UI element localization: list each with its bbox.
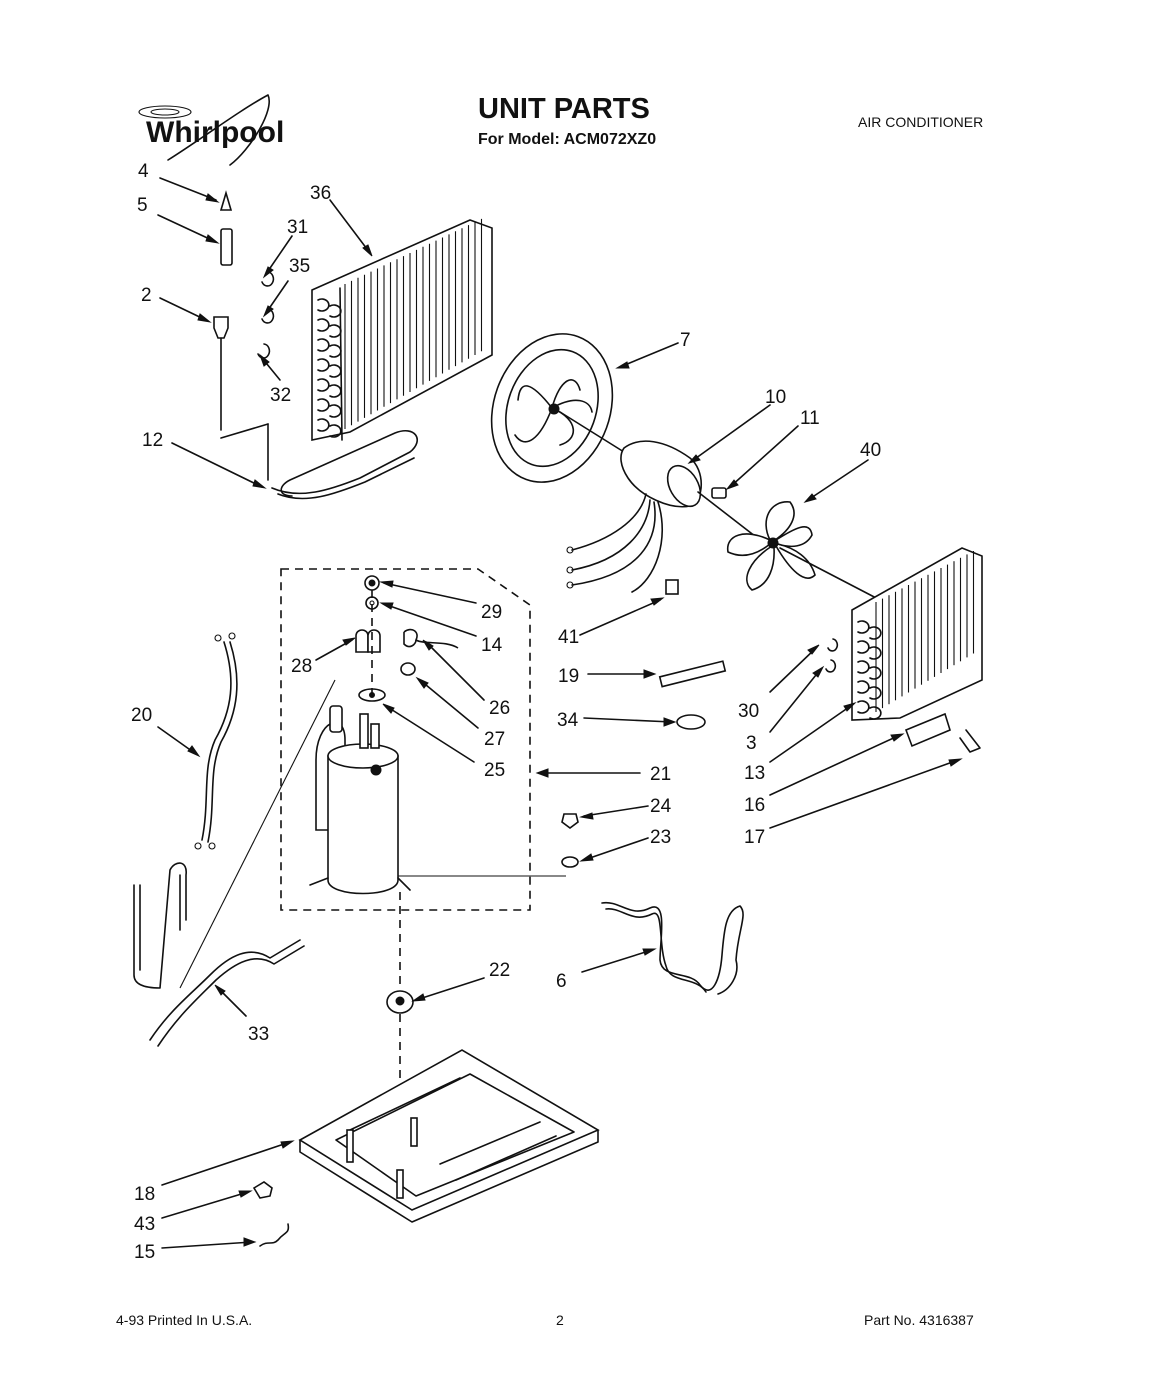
page-number: 2 — [556, 1312, 564, 1328]
callout-label: 13 — [744, 763, 765, 784]
blower-wheel — [490, 333, 614, 483]
condenser-coil — [311, 218, 493, 441]
evaporator-coil — [851, 547, 983, 721]
callout-labels: 4 5 2 36 31 35 32 7 12 10 11 40 29 14 28… — [131, 161, 881, 1263]
callout-label: 23 — [650, 827, 671, 848]
callout-label: 30 — [738, 701, 759, 722]
callout-label: 5 — [137, 195, 148, 216]
print-info: 4-93 Printed In U.S.A. — [116, 1312, 252, 1328]
callout-label: 4 — [138, 161, 149, 182]
model-subtitle: For Model: ACM072XZ0 — [478, 131, 656, 148]
callout-label: 27 — [484, 729, 505, 750]
callout-label: 33 — [248, 1024, 269, 1045]
part-number: Part No. 4316387 — [864, 1312, 974, 1328]
page-title: UNIT PARTS — [478, 93, 650, 125]
compressor — [309, 705, 411, 895]
callout-label: 21 — [650, 764, 671, 785]
callout-label: 25 — [484, 760, 505, 781]
callout-label: 19 — [558, 666, 579, 687]
callout-label: 11 — [800, 408, 820, 429]
callout-label: 16 — [744, 795, 765, 816]
leader-lines — [157, 177, 963, 1249]
callout-label: 28 — [291, 656, 312, 677]
callout-label: 2 — [141, 285, 152, 306]
callout-label: 6 — [556, 971, 567, 992]
compressor-assembly-boundary — [280, 568, 531, 911]
whirlpool-logo: Whirlpool — [138, 94, 284, 166]
capillary-fittings — [213, 190, 269, 481]
callout-label: 14 — [481, 635, 503, 656]
callout-label: 15 — [134, 1242, 155, 1263]
callout-label: 31 — [287, 217, 308, 238]
illustration — [133, 190, 983, 1247]
brand-wordmark: Whirlpool — [146, 116, 284, 149]
callout-label: 24 — [650, 796, 672, 817]
callout-label: 40 — [860, 440, 881, 461]
callout-label: 17 — [744, 827, 765, 848]
callout-label: 3 — [746, 733, 757, 754]
callout-label: 10 — [765, 387, 786, 408]
callout-label: 7 — [680, 330, 691, 351]
base-pan — [298, 1049, 600, 1223]
appliance-category: AIR CONDITIONER — [858, 114, 983, 130]
callout-label: 26 — [489, 698, 510, 719]
callout-label: 36 — [310, 183, 331, 204]
callout-label: 18 — [134, 1184, 155, 1205]
callout-label: 12 — [142, 430, 163, 451]
callout-label: 34 — [557, 710, 579, 731]
callout-label: 20 — [131, 705, 152, 726]
callout-label: 41 — [558, 627, 579, 648]
callout-label: 22 — [489, 960, 510, 981]
fan-motor — [559, 411, 761, 595]
callout-label: 29 — [481, 602, 502, 623]
condenser-fan — [727, 501, 881, 601]
callout-label: 43 — [134, 1214, 155, 1235]
callout-label: 32 — [270, 385, 291, 406]
callout-label: 35 — [289, 256, 310, 277]
